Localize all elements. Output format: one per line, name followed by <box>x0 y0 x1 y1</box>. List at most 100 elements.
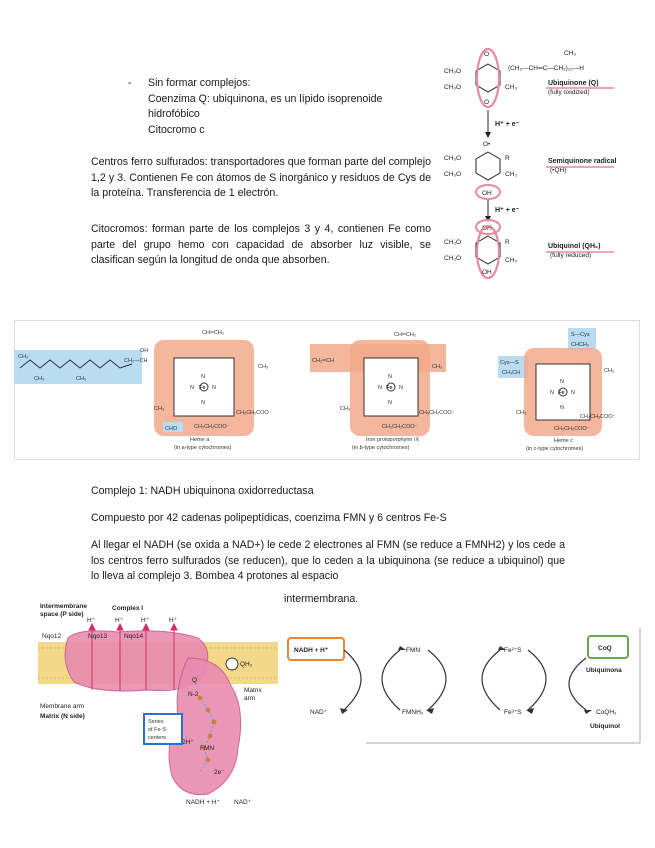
n-atom: N <box>571 390 575 396</box>
isoprenoid-tail: (CH₂—CH═C—CH₂)₁₀—H <box>508 65 584 72</box>
nadh-label: NADH + H⁺ <box>294 647 329 654</box>
ubiquinol-name: Ubiquinol (QH₂) <box>548 243 601 250</box>
heme-c-porphyrin: N N N N Fe Cys—S CH₃CH S—Cys CHCH₃ CH₃ C… <box>498 328 616 452</box>
o-atom: O <box>484 51 489 58</box>
fe-s-box-text: centers <box>148 735 166 741</box>
propionate-label: CH₂CH₂COO⁻ <box>554 426 590 432</box>
oh-group: OH <box>482 225 492 232</box>
semiquinone-symbol: (•QH) <box>550 167 566 174</box>
methyl-label: CH₃ <box>564 50 576 57</box>
intro-list: - <box>128 76 132 92</box>
complex1-description: Al llegar el NADH (se oxida a NAD+) le c… <box>91 539 565 582</box>
fe-atom: Fe <box>199 385 205 391</box>
heme-a-name: Heme a <box>190 437 210 443</box>
methoxy-label: CH₃O <box>444 239 461 246</box>
complex1-heading: Complejo 1: NADH ubiquinona oxidorreduct… <box>91 485 314 497</box>
ubiquinol-label: Ubiquinol <box>590 723 620 730</box>
n-atom: N <box>378 385 382 391</box>
n-atom: N <box>201 374 205 380</box>
two-electron-label: 2e⁻ <box>214 769 225 776</box>
proton-label: H⁺ <box>141 617 150 624</box>
n-atom: N <box>388 400 392 406</box>
tail-link: CH₂—CH <box>124 358 148 364</box>
paragraph-cytochromes: Citocromos: forman parte de los complejo… <box>91 223 431 266</box>
methoxy-label: CH₃O <box>444 68 461 75</box>
methyl-label: CH₃ <box>258 364 268 370</box>
proton-label: H⁺ <box>169 617 178 624</box>
two-proton-label: 2H⁺ <box>182 739 194 746</box>
n-atom: N <box>190 385 194 391</box>
fe-atom: Fe <box>558 390 564 396</box>
highlight-oval <box>475 184 501 200</box>
methyl-label: CH₃ <box>516 410 526 416</box>
proton-label: H⁺ <box>87 617 96 624</box>
methoxy-label: CH₃O <box>444 255 461 262</box>
n-atom: N <box>550 390 554 396</box>
nad-plus-label: NAD⁺ <box>310 709 328 716</box>
o-radical: O• <box>483 141 491 148</box>
heme-c-note: (in c-type cytochromes) <box>526 446 583 452</box>
ims-label: Intermembrane <box>40 603 87 610</box>
oh-group: OH <box>482 190 492 197</box>
vinyl-left-label: CH₂═CH <box>312 358 334 364</box>
matrix-arm-label: arm <box>244 695 255 702</box>
arc-arrow <box>343 649 362 711</box>
nad-out-label: NAD⁺ <box>234 799 252 806</box>
r-group: R <box>505 155 510 162</box>
propionate-label: CH₂CH₂COO⁻ <box>382 424 418 430</box>
intro-list-content: Sin formar complejos: Coenzima Q: ubiqui… <box>148 76 438 138</box>
methyl-label: CH₃ <box>18 354 28 360</box>
matrix-side-label: Matrix (N side) <box>40 713 85 720</box>
fmn-node: FMN <box>406 647 420 654</box>
list-item-title: Sin formar complejos: <box>148 77 251 89</box>
fe-s-box-text: of Fe-S <box>148 727 166 733</box>
subunit-label: Nqo13 <box>88 633 108 640</box>
complex1-structure-figure: Intermembrane space (P side) Complex I H… <box>38 603 278 806</box>
semiquinone-name: Semiquinone radical <box>548 158 617 165</box>
n-atom: N <box>560 405 564 411</box>
methoxy-label: CH₃O <box>444 155 461 162</box>
methoxy-label: CH₃O <box>444 84 461 91</box>
oh-group: OH <box>482 269 492 276</box>
propionate-label: CH₂CH₂COO⁻ <box>580 414 616 420</box>
cho-group: CHO <box>165 426 178 432</box>
nadh-in-label: NADH + H⁺ <box>186 799 221 806</box>
step-label: H⁺ + e⁻ <box>495 207 520 214</box>
list-bullet: - <box>128 77 132 89</box>
membrane-arm-label: Membrane arm <box>40 703 84 710</box>
ubiquinona-label: Ubiquinona <box>586 667 622 674</box>
propionate-label: CH₂CH₂COO⁻ <box>194 424 230 430</box>
heme-groups-figure: CH₃ CH₃ CH₃ CH₂—CH OH N N N N Fe CH═CH₂ … <box>14 320 640 460</box>
heme-a-note: (in a-type cytochromes) <box>174 445 232 451</box>
methyl-label: CH₃ <box>505 257 517 264</box>
list-line: Coenzima Q: ubiquinona, es un lípido iso… <box>148 92 383 105</box>
fe-atom: Fe <box>386 385 392 391</box>
ubiquinol-state: (fully reduced) <box>550 252 591 259</box>
step-label: H⁺ + e⁻ <box>495 121 520 128</box>
methyl-label: CH₃ <box>505 84 517 91</box>
methyl-label: CH₃ <box>340 406 350 412</box>
propionate-label: CH₂CH₂COO⁻ <box>419 410 455 416</box>
heme-a-porphyrin: N N N N Fe CH═CH₂ CH₃ CH₂CH₂COO⁻ CH₂CH₂C… <box>154 330 272 451</box>
methoxy-label: CH₃O <box>444 171 461 178</box>
chch3-label: CHCH₃ <box>571 342 589 348</box>
highlight-oval <box>475 219 501 235</box>
subunit-label: Nqo12 <box>42 633 62 640</box>
vinyl-label: CH═CH₂ <box>394 332 416 338</box>
fe-s-centers-box <box>143 713 183 745</box>
r-group: R <box>505 239 510 246</box>
electron-flow-scheme: NADH + H⁺ NAD⁺ FMN FMNH₂ Fe²⁺S Fe³⁺S CoQ… <box>287 628 641 744</box>
ims-label: space (P side) <box>40 611 84 618</box>
subunit-label: Nqo14 <box>124 633 144 640</box>
n-atom: N <box>201 400 205 406</box>
paragraph-fe-s: Centros ferro sulfurados: transportadore… <box>91 156 431 199</box>
list-line: hidrofóbico <box>148 108 200 120</box>
qh2-label: QH₂ <box>240 661 253 668</box>
fmnh2-node: FMNH₂ <box>402 709 424 716</box>
list-line: Citocromo c <box>148 123 205 136</box>
highlight-oval <box>475 47 501 109</box>
n-atom: N <box>560 379 564 385</box>
ch-ch3-label: CH₃CH <box>502 370 520 376</box>
heme-c-name: Heme c <box>554 438 573 444</box>
q-label: Q <box>192 677 197 684</box>
